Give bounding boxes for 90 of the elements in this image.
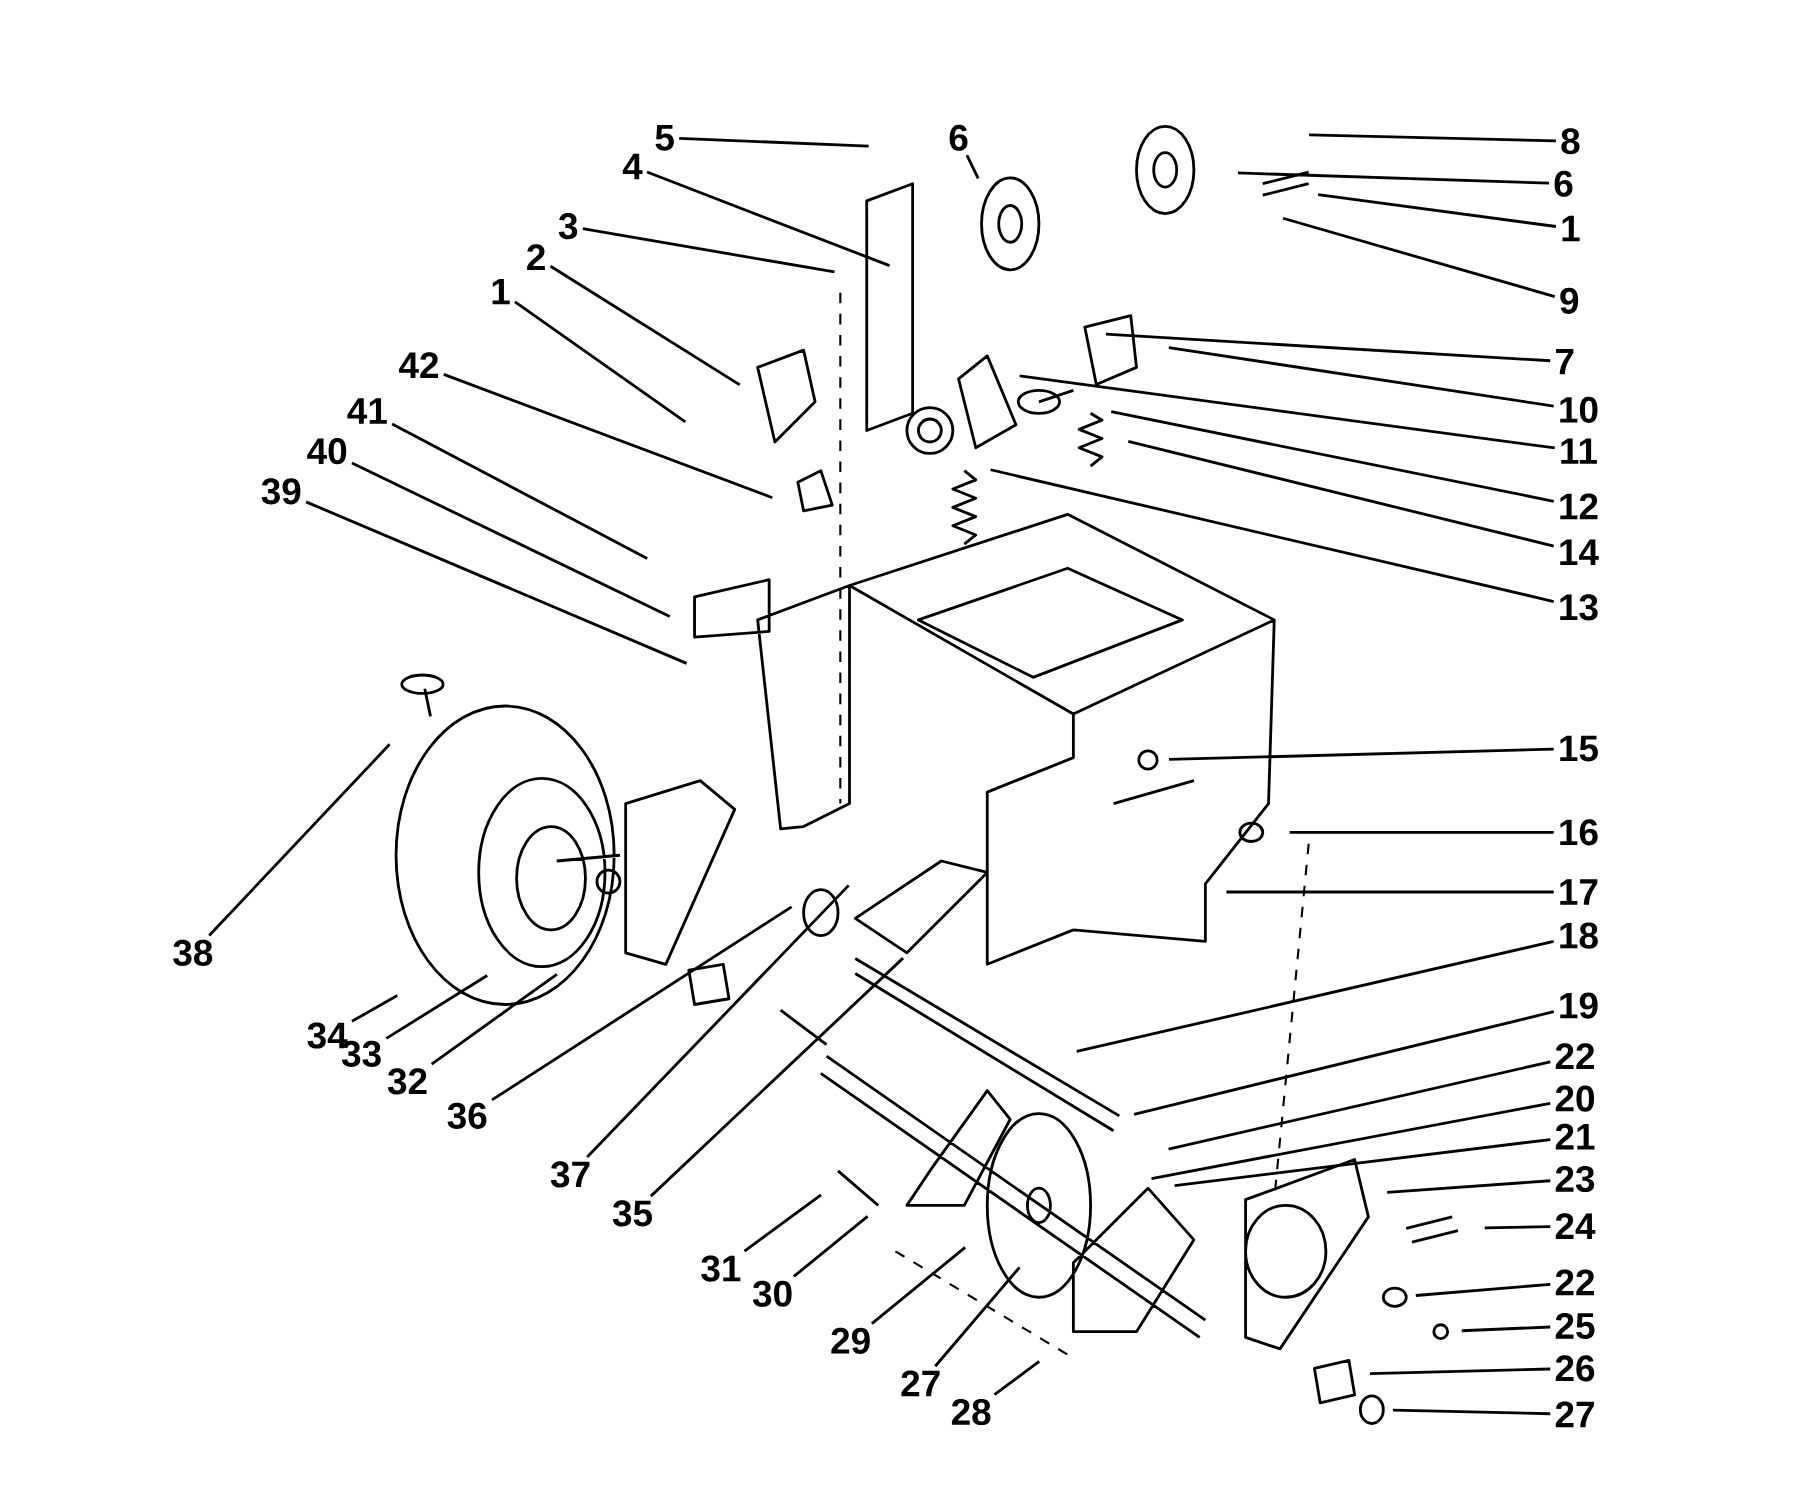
callout-number: 19 (1560, 992, 1598, 1019)
leader-line (1282, 216, 1556, 298)
callout-number: 21 (1555, 1123, 1595, 1150)
callout-number: 3 (558, 213, 578, 240)
callout-number: 6 (1554, 170, 1573, 197)
leader-line (743, 1193, 822, 1253)
callout-number: 15 (1560, 735, 1598, 762)
callout-number: 4 (622, 153, 643, 180)
callout-number: 37 (550, 1161, 590, 1188)
callout-number: 7 (1556, 348, 1574, 375)
leader-line (586, 884, 850, 1159)
leader-line (990, 468, 1555, 603)
callout-number: 2 (527, 244, 545, 271)
leader-line (646, 170, 891, 267)
callout-number: 8 (1561, 128, 1580, 155)
leader-line (649, 957, 904, 1198)
leader-line (993, 1360, 1041, 1396)
leader-line (792, 1215, 869, 1278)
callout-number: 6 (949, 124, 968, 151)
leader-line (1317, 193, 1557, 228)
leader-line (934, 1266, 1021, 1368)
leader-line (1461, 1325, 1551, 1333)
callout-number: 9 (1560, 287, 1579, 314)
leader-line (351, 994, 398, 1023)
leader-line (582, 227, 835, 274)
callout-number: 39 (261, 478, 301, 505)
leader-line (1237, 171, 1550, 185)
callout-number: 27 (901, 1370, 940, 1397)
leader-line (549, 265, 741, 387)
leader-line (1151, 1101, 1551, 1180)
leader-line (1105, 332, 1551, 363)
leader-line (1019, 374, 1555, 450)
callout-number: 1 (1562, 215, 1580, 242)
leader-line (351, 461, 671, 618)
callout-number: 11 (1561, 438, 1597, 464)
callout-number: 42 (399, 352, 439, 378)
callout-number: 32 (387, 1068, 427, 1095)
callout-number: 31 (701, 1255, 741, 1282)
callout-number: 24 (1555, 1213, 1596, 1239)
callout-number: 5 (655, 124, 674, 151)
leader-line (1392, 1408, 1551, 1416)
leader-line (1169, 747, 1554, 761)
leader-line (965, 154, 980, 180)
callout-number: 38 (173, 939, 213, 966)
leader-line (391, 422, 648, 560)
leader-line (1127, 439, 1555, 548)
callout-number: 30 (752, 1280, 792, 1307)
leader-line (1309, 133, 1556, 143)
leader-line (385, 974, 488, 1040)
leader-line (208, 743, 391, 937)
callout-number: 16 (1560, 819, 1598, 846)
leader-line (1484, 1225, 1551, 1230)
callout-number: 1 (492, 278, 510, 305)
leader-line (1168, 346, 1554, 408)
callout-number: 17 (1560, 879, 1598, 905)
callout-number: 22 (1555, 1043, 1595, 1070)
callout-number: 41 (347, 398, 387, 424)
callout-number: 36 (447, 1102, 487, 1129)
callout-number: 12 (1560, 493, 1598, 520)
leader-line (1226, 890, 1554, 894)
leader-line (514, 300, 687, 423)
callout-number: 25 (1555, 1312, 1595, 1340)
leader-line (443, 373, 773, 500)
leader-line (430, 973, 558, 1066)
callout-number: 20 (1555, 1085, 1595, 1112)
leader-line (1387, 1179, 1551, 1194)
leader-line (1168, 1060, 1551, 1151)
leader-line (1110, 410, 1554, 503)
callout-number: 35 (612, 1200, 652, 1227)
callout-number: 13 (1560, 594, 1598, 621)
leader-line (1415, 1282, 1551, 1297)
callout-number: 28 (951, 1399, 991, 1426)
leader-line (1369, 1367, 1551, 1376)
leader-line (1289, 830, 1554, 834)
leader-line (491, 905, 793, 1102)
callout-number: 26 (1555, 1355, 1595, 1382)
callout-number: 18 (1560, 922, 1598, 949)
leader-line (679, 136, 869, 148)
callout-number: 10 (1560, 396, 1598, 423)
callout-number: 23 (1555, 1165, 1595, 1193)
callout-number: 27 (1555, 1401, 1594, 1428)
callout-number: 40 (307, 438, 347, 465)
leader-line (870, 1246, 967, 1325)
callout-number: 22 (1555, 1269, 1595, 1296)
callout-number: 14 (1560, 539, 1599, 565)
leader-line (1174, 1138, 1551, 1187)
callout-number: 29 (831, 1327, 870, 1354)
leader-line (1076, 939, 1555, 1053)
leader-line (305, 500, 688, 665)
leader-line (1133, 1010, 1555, 1116)
